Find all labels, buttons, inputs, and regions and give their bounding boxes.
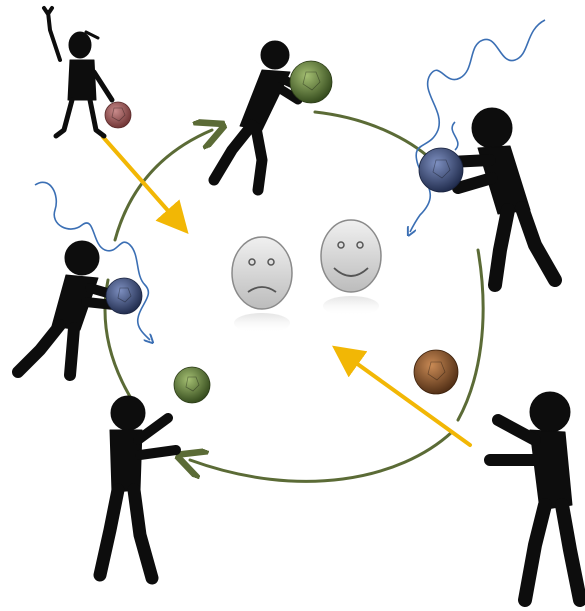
- player-bottom-left-figure: [100, 396, 176, 578]
- player-right-figure: [450, 108, 555, 285]
- ball-blue-right: [419, 148, 463, 192]
- yellow-arrow-top-left: [103, 137, 178, 222]
- player-bottom-right-figure: [490, 392, 580, 600]
- ball-brown: [414, 350, 458, 394]
- cycle-arrow-bottom: [190, 432, 452, 481]
- sad-face: [232, 237, 292, 333]
- ball-blue-left: [106, 278, 142, 314]
- cycle-arrow-right: [458, 250, 483, 420]
- player-top-figure: [214, 41, 306, 190]
- player-left-figure: [18, 241, 118, 375]
- thrower-waving-figure: [44, 8, 112, 136]
- ball-green-bottom: [174, 367, 210, 403]
- ball-red: [105, 102, 131, 128]
- ball-green-top: [290, 61, 332, 103]
- cycle-arrow-top-left: [115, 130, 212, 240]
- cycle-arrow-top-right: [315, 112, 432, 160]
- ball-textures: [112, 72, 450, 391]
- happy-face: [321, 220, 381, 316]
